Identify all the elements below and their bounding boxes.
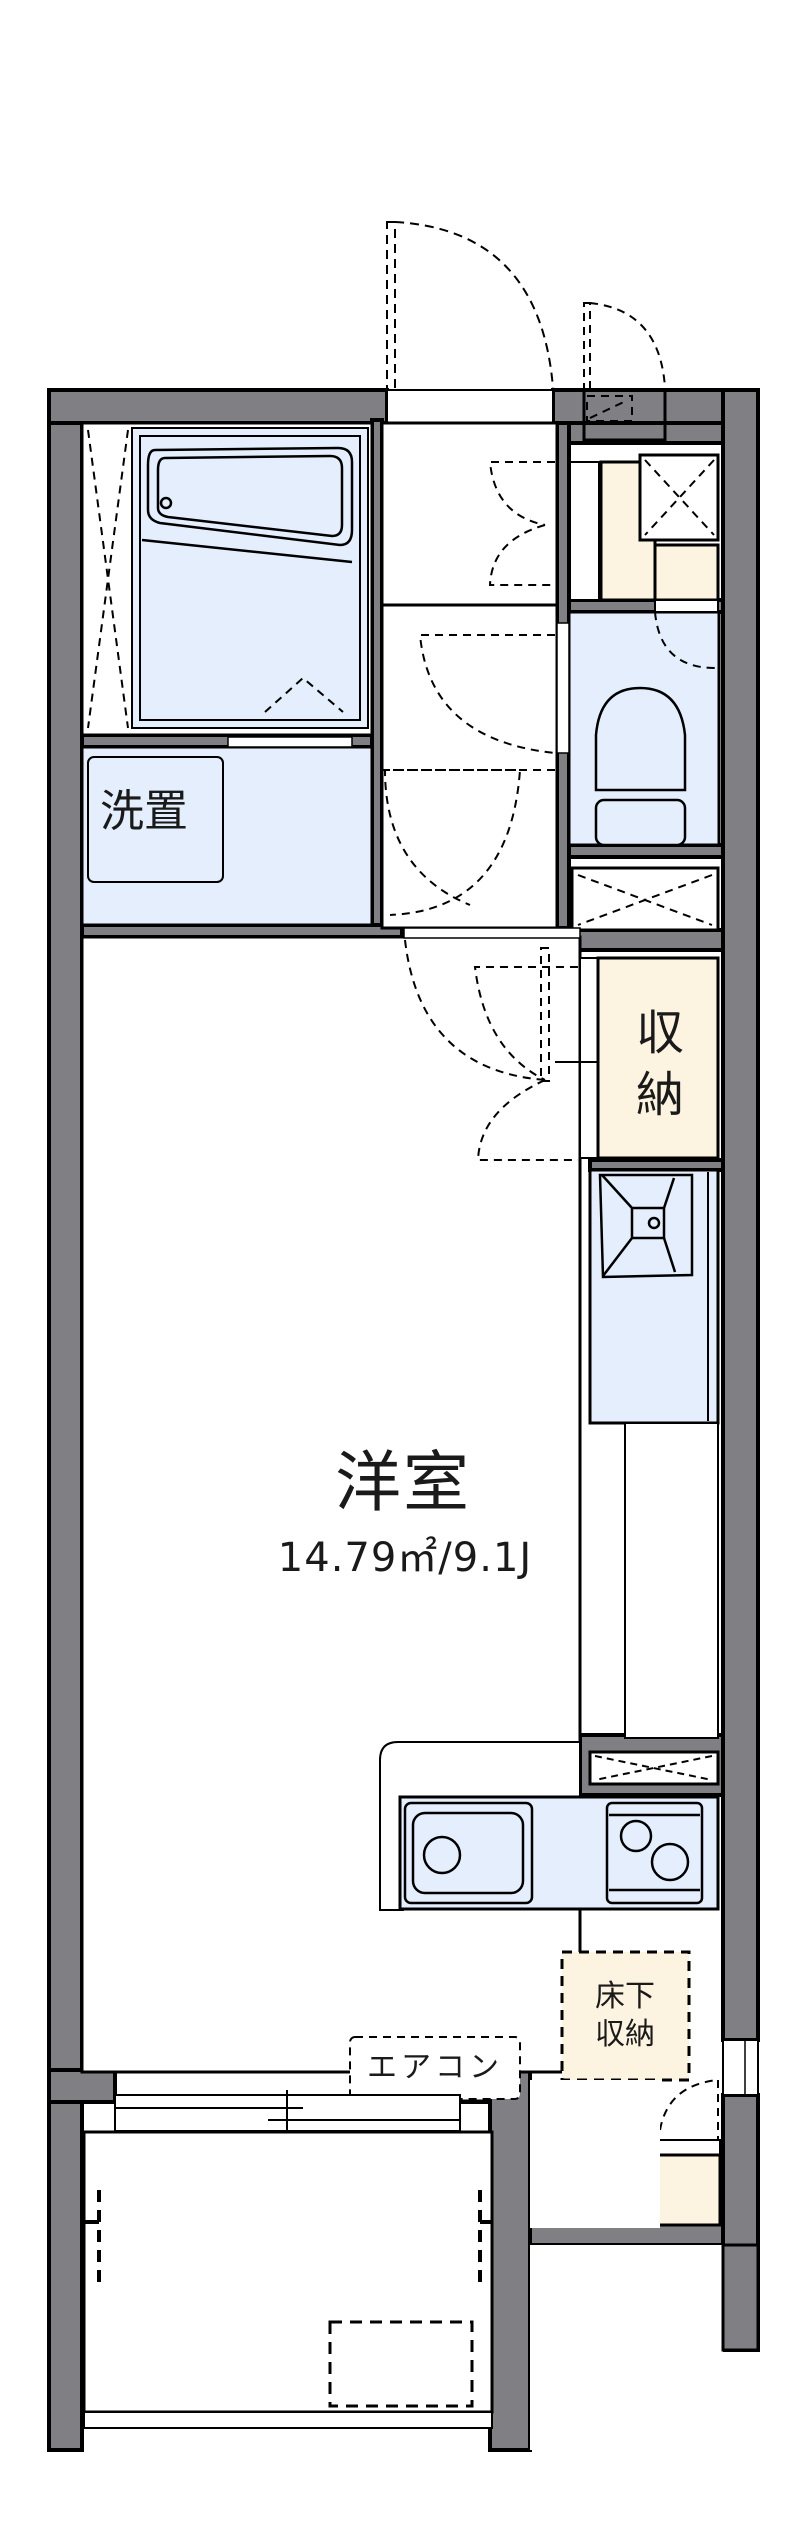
bottom-right-storage — [530, 2039, 759, 2228]
underfloor-storage-label: 床下 収納 — [575, 1978, 675, 2053]
bathtub-icon — [141, 446, 354, 564]
entrance-door-swing-icon — [386, 221, 554, 391]
balcony-sliding-window[interactable] — [114, 2090, 461, 2137]
pipe-space-x-box-icon — [638, 453, 720, 542]
closet — [555, 956, 720, 1160]
air-conditioner-label: エアコン — [367, 2050, 503, 2085]
air-conditioner-box — [349, 2036, 521, 2100]
kitchen-sink-icon — [403, 1801, 534, 1905]
closet-label: 収納 — [610, 1002, 710, 1127]
underfloor-storage-line1: 床下 — [595, 1979, 655, 2014]
underfloor-storage — [560, 1950, 691, 2082]
closet-label-text: 収納 — [635, 1005, 684, 1124]
toilet-room — [556, 599, 721, 847]
pipe-space-x-box-icon — [588, 1750, 720, 1786]
bathroom — [80, 421, 374, 737]
toilet-icon — [594, 686, 687, 847]
sink-icon — [598, 1173, 694, 1279]
corridor — [380, 221, 720, 930]
laundry-label: 洗置 — [100, 786, 188, 837]
laundry-area — [80, 736, 374, 927]
washbasin-area — [588, 1168, 720, 1739]
western-room — [80, 927, 582, 2074]
closet-door-swing-icon — [382, 461, 556, 916]
pipe-space-x-box-icon — [570, 866, 720, 932]
room-area: 14.79㎡/9.1J — [277, 1535, 533, 1581]
kitchen — [379, 1741, 720, 1911]
room-door-swing-icon — [404, 939, 578, 1161]
underfloor-storage-line2: 収納 — [595, 2016, 655, 2052]
meter-box-door-swing-icon — [583, 302, 666, 422]
room-title: 洋室 — [335, 1444, 471, 1521]
washing-machine-space — [87, 756, 224, 883]
balcony — [82, 2130, 494, 2429]
outdoor-unit-box — [328, 2320, 474, 2408]
stove-icon — [605, 1801, 704, 1905]
